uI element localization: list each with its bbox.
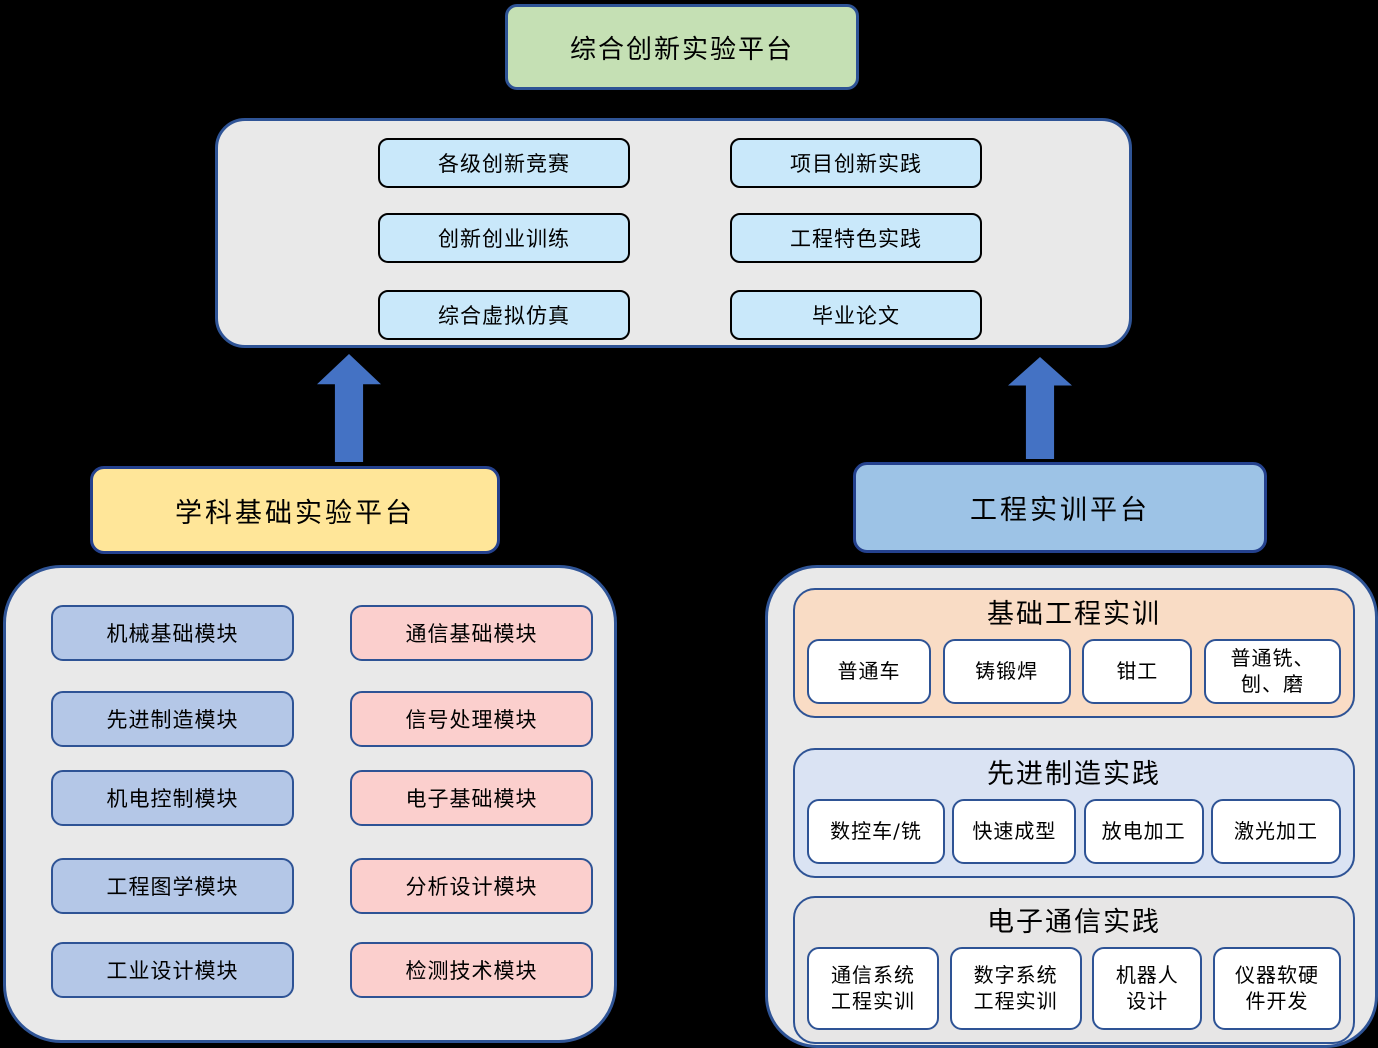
node-training-item: 激光加工 [1210, 798, 1341, 864]
node-training-item: 机器人 设计 [1092, 946, 1203, 1030]
node-training-item: 数控车/铣 [807, 798, 945, 864]
node-module: 工业设计模块 [51, 942, 294, 998]
node-training-item: 普通铣、 刨、磨 [1203, 638, 1341, 704]
section-electronic-communication-practice: 电子通信实践 通信系统 工程实训 数字系统 工程实训 机器人 设计 仪器软硬 件… [793, 896, 1355, 1044]
node-module: 先进制造模块 [51, 691, 294, 747]
node-training-item: 钳工 [1082, 638, 1193, 704]
basic-modules-container: 机械基础模块 先进制造模块 机电控制模块 工程图学模块 工业设计模块 通信基础模… [3, 565, 617, 1043]
node-module: 机电控制模块 [51, 770, 294, 826]
up-arrow-left [317, 354, 381, 462]
node-engineering-training-platform: 工程实训平台 [853, 462, 1267, 553]
node-training-item: 铸锻焊 [942, 638, 1071, 704]
section-basic-engineering-training: 基础工程实训 普通车 铸锻焊 钳工 普通铣、 刨、磨 [793, 588, 1355, 718]
section-title: 基础工程实训 [987, 599, 1161, 630]
node-module: 分析设计模块 [350, 858, 593, 914]
node-training-item: 数字系统 工程实训 [949, 946, 1082, 1030]
training-sections-container: 基础工程实训 普通车 铸锻焊 钳工 普通铣、 刨、磨 先进制造实践 数控车/铣 … [765, 565, 1378, 1048]
node-module: 工程图学模块 [51, 858, 294, 914]
node-training-item: 通信系统 工程实训 [807, 946, 939, 1030]
node-innovation-item: 工程特色实践 [730, 213, 982, 263]
section-items-row: 通信系统 工程实训 数字系统 工程实训 机器人 设计 仪器软硬 件开发 [807, 946, 1341, 1030]
node-comprehensive-innovation-platform: 综合创新实验平台 [505, 4, 859, 90]
node-module: 检测技术模块 [350, 942, 593, 998]
node-innovation-item: 各级创新竞赛 [378, 138, 630, 188]
section-items-row: 普通车 铸锻焊 钳工 普通铣、 刨、磨 [807, 638, 1341, 704]
node-training-item: 普通车 [807, 638, 931, 704]
section-items-row: 数控车/铣 快速成型 放电加工 激光加工 [807, 798, 1341, 864]
node-training-item: 放电加工 [1083, 798, 1204, 864]
node-training-item: 快速成型 [952, 798, 1077, 864]
node-module: 通信基础模块 [350, 605, 593, 661]
node-module: 信号处理模块 [350, 691, 593, 747]
up-arrow-right [1008, 357, 1072, 459]
node-module: 机械基础模块 [51, 605, 294, 661]
node-innovation-item: 项目创新实践 [730, 138, 982, 188]
node-module: 电子基础模块 [350, 770, 593, 826]
node-training-item: 仪器软硬 件开发 [1212, 946, 1341, 1030]
section-title: 电子通信实践 [987, 907, 1161, 938]
node-innovation-item: 创新创业训练 [378, 213, 630, 263]
section-title: 先进制造实践 [987, 759, 1161, 790]
node-innovation-item: 毕业论文 [730, 290, 982, 340]
innovation-activities-container: 各级创新竞赛 项目创新实践 创新创业训练 工程特色实践 综合虚拟仿真 毕业论文 [215, 118, 1132, 348]
node-discipline-basic-platform: 学科基础实验平台 [90, 466, 500, 554]
node-innovation-item: 综合虚拟仿真 [378, 290, 630, 340]
section-advanced-manufacturing-practice: 先进制造实践 数控车/铣 快速成型 放电加工 激光加工 [793, 748, 1355, 878]
